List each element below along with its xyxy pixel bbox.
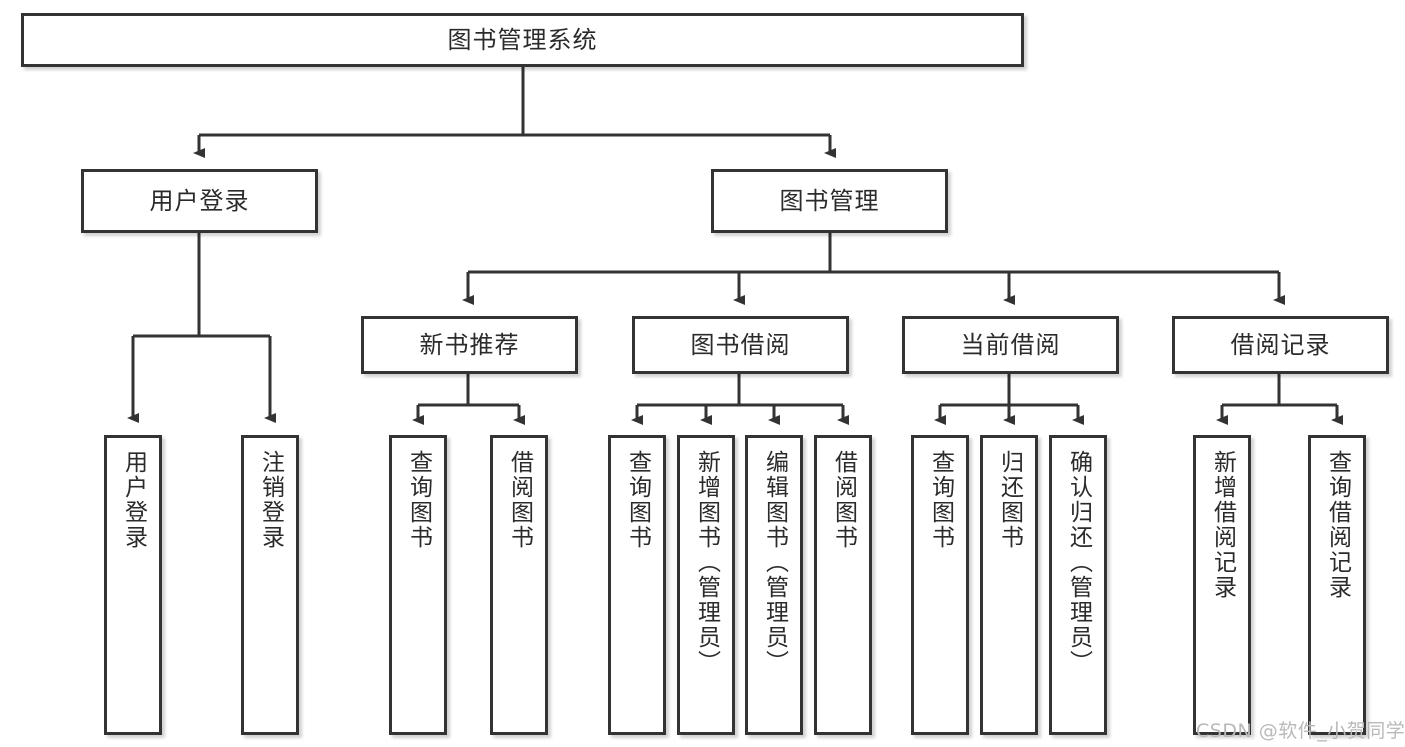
node-leaf-edit-book-label: 编辑图书（管理员）: [761, 450, 788, 675]
node-leaf-confirm-return-label: 确认归还（管理员）: [1065, 450, 1092, 675]
node-leaf-query-book-2[interactable]: 查询图书: [608, 435, 666, 735]
node-leaf-borrow-book-2-label: 借阅图书: [830, 450, 857, 550]
node-leaf-add-book[interactable]: 新增图书（管理员）: [677, 435, 735, 735]
node-book-management-label: 图书管理: [779, 186, 880, 215]
node-leaf-return-book-label: 归还图书: [996, 450, 1023, 550]
node-user-login-label: 用户登录: [149, 186, 250, 215]
node-leaf-query-book-1-label: 查询图书: [405, 450, 432, 550]
csdn-watermark: CSDN @软件_小贺同学: [1196, 720, 1405, 742]
node-current-borrow[interactable]: 当前借阅: [902, 316, 1119, 374]
node-borrow-record-label: 借阅记录: [1230, 330, 1331, 359]
node-book-management[interactable]: 图书管理: [711, 169, 948, 233]
node-root[interactable]: 图书管理系统: [21, 13, 1024, 67]
node-user-login[interactable]: 用户登录: [81, 169, 318, 233]
node-leaf-borrow-book-1[interactable]: 借阅图书: [490, 435, 548, 735]
node-leaf-user-login[interactable]: 用户登录: [104, 435, 162, 735]
node-leaf-query-book-1[interactable]: 查询图书: [389, 435, 447, 735]
node-borrow-record[interactable]: 借阅记录: [1172, 316, 1389, 374]
node-leaf-user-logout[interactable]: 注销登录: [241, 435, 299, 735]
node-leaf-user-logout-label: 注销登录: [257, 450, 284, 550]
node-leaf-user-login-label: 用户登录: [120, 450, 147, 550]
node-leaf-query-book-3-label: 查询图书: [927, 450, 954, 550]
node-new-book-recommend[interactable]: 新书推荐: [361, 316, 578, 374]
node-current-borrow-label: 当前借阅: [960, 330, 1061, 359]
node-leaf-borrow-book-2[interactable]: 借阅图书: [814, 435, 872, 735]
node-leaf-return-book[interactable]: 归还图书: [980, 435, 1038, 735]
node-leaf-add-borrow-record-label: 新增借阅记录: [1209, 450, 1236, 600]
node-leaf-confirm-return[interactable]: 确认归还（管理员）: [1049, 435, 1107, 735]
node-leaf-query-borrow-record[interactable]: 查询借阅记录: [1308, 435, 1366, 735]
node-leaf-query-borrow-record-label: 查询借阅记录: [1324, 450, 1351, 600]
node-leaf-add-book-label: 新增图书（管理员）: [693, 450, 720, 675]
node-leaf-query-book-3[interactable]: 查询图书: [911, 435, 969, 735]
node-leaf-query-book-2-label: 查询图书: [624, 450, 651, 550]
node-root-label: 图书管理系统: [447, 25, 598, 54]
node-leaf-borrow-book-1-label: 借阅图书: [506, 450, 533, 550]
node-new-book-recommend-label: 新书推荐: [419, 330, 520, 359]
node-book-borrow-label: 图书借阅: [690, 330, 791, 359]
node-leaf-edit-book[interactable]: 编辑图书（管理员）: [745, 435, 803, 735]
node-book-borrow[interactable]: 图书借阅: [632, 316, 849, 374]
node-leaf-add-borrow-record[interactable]: 新增借阅记录: [1193, 435, 1251, 735]
